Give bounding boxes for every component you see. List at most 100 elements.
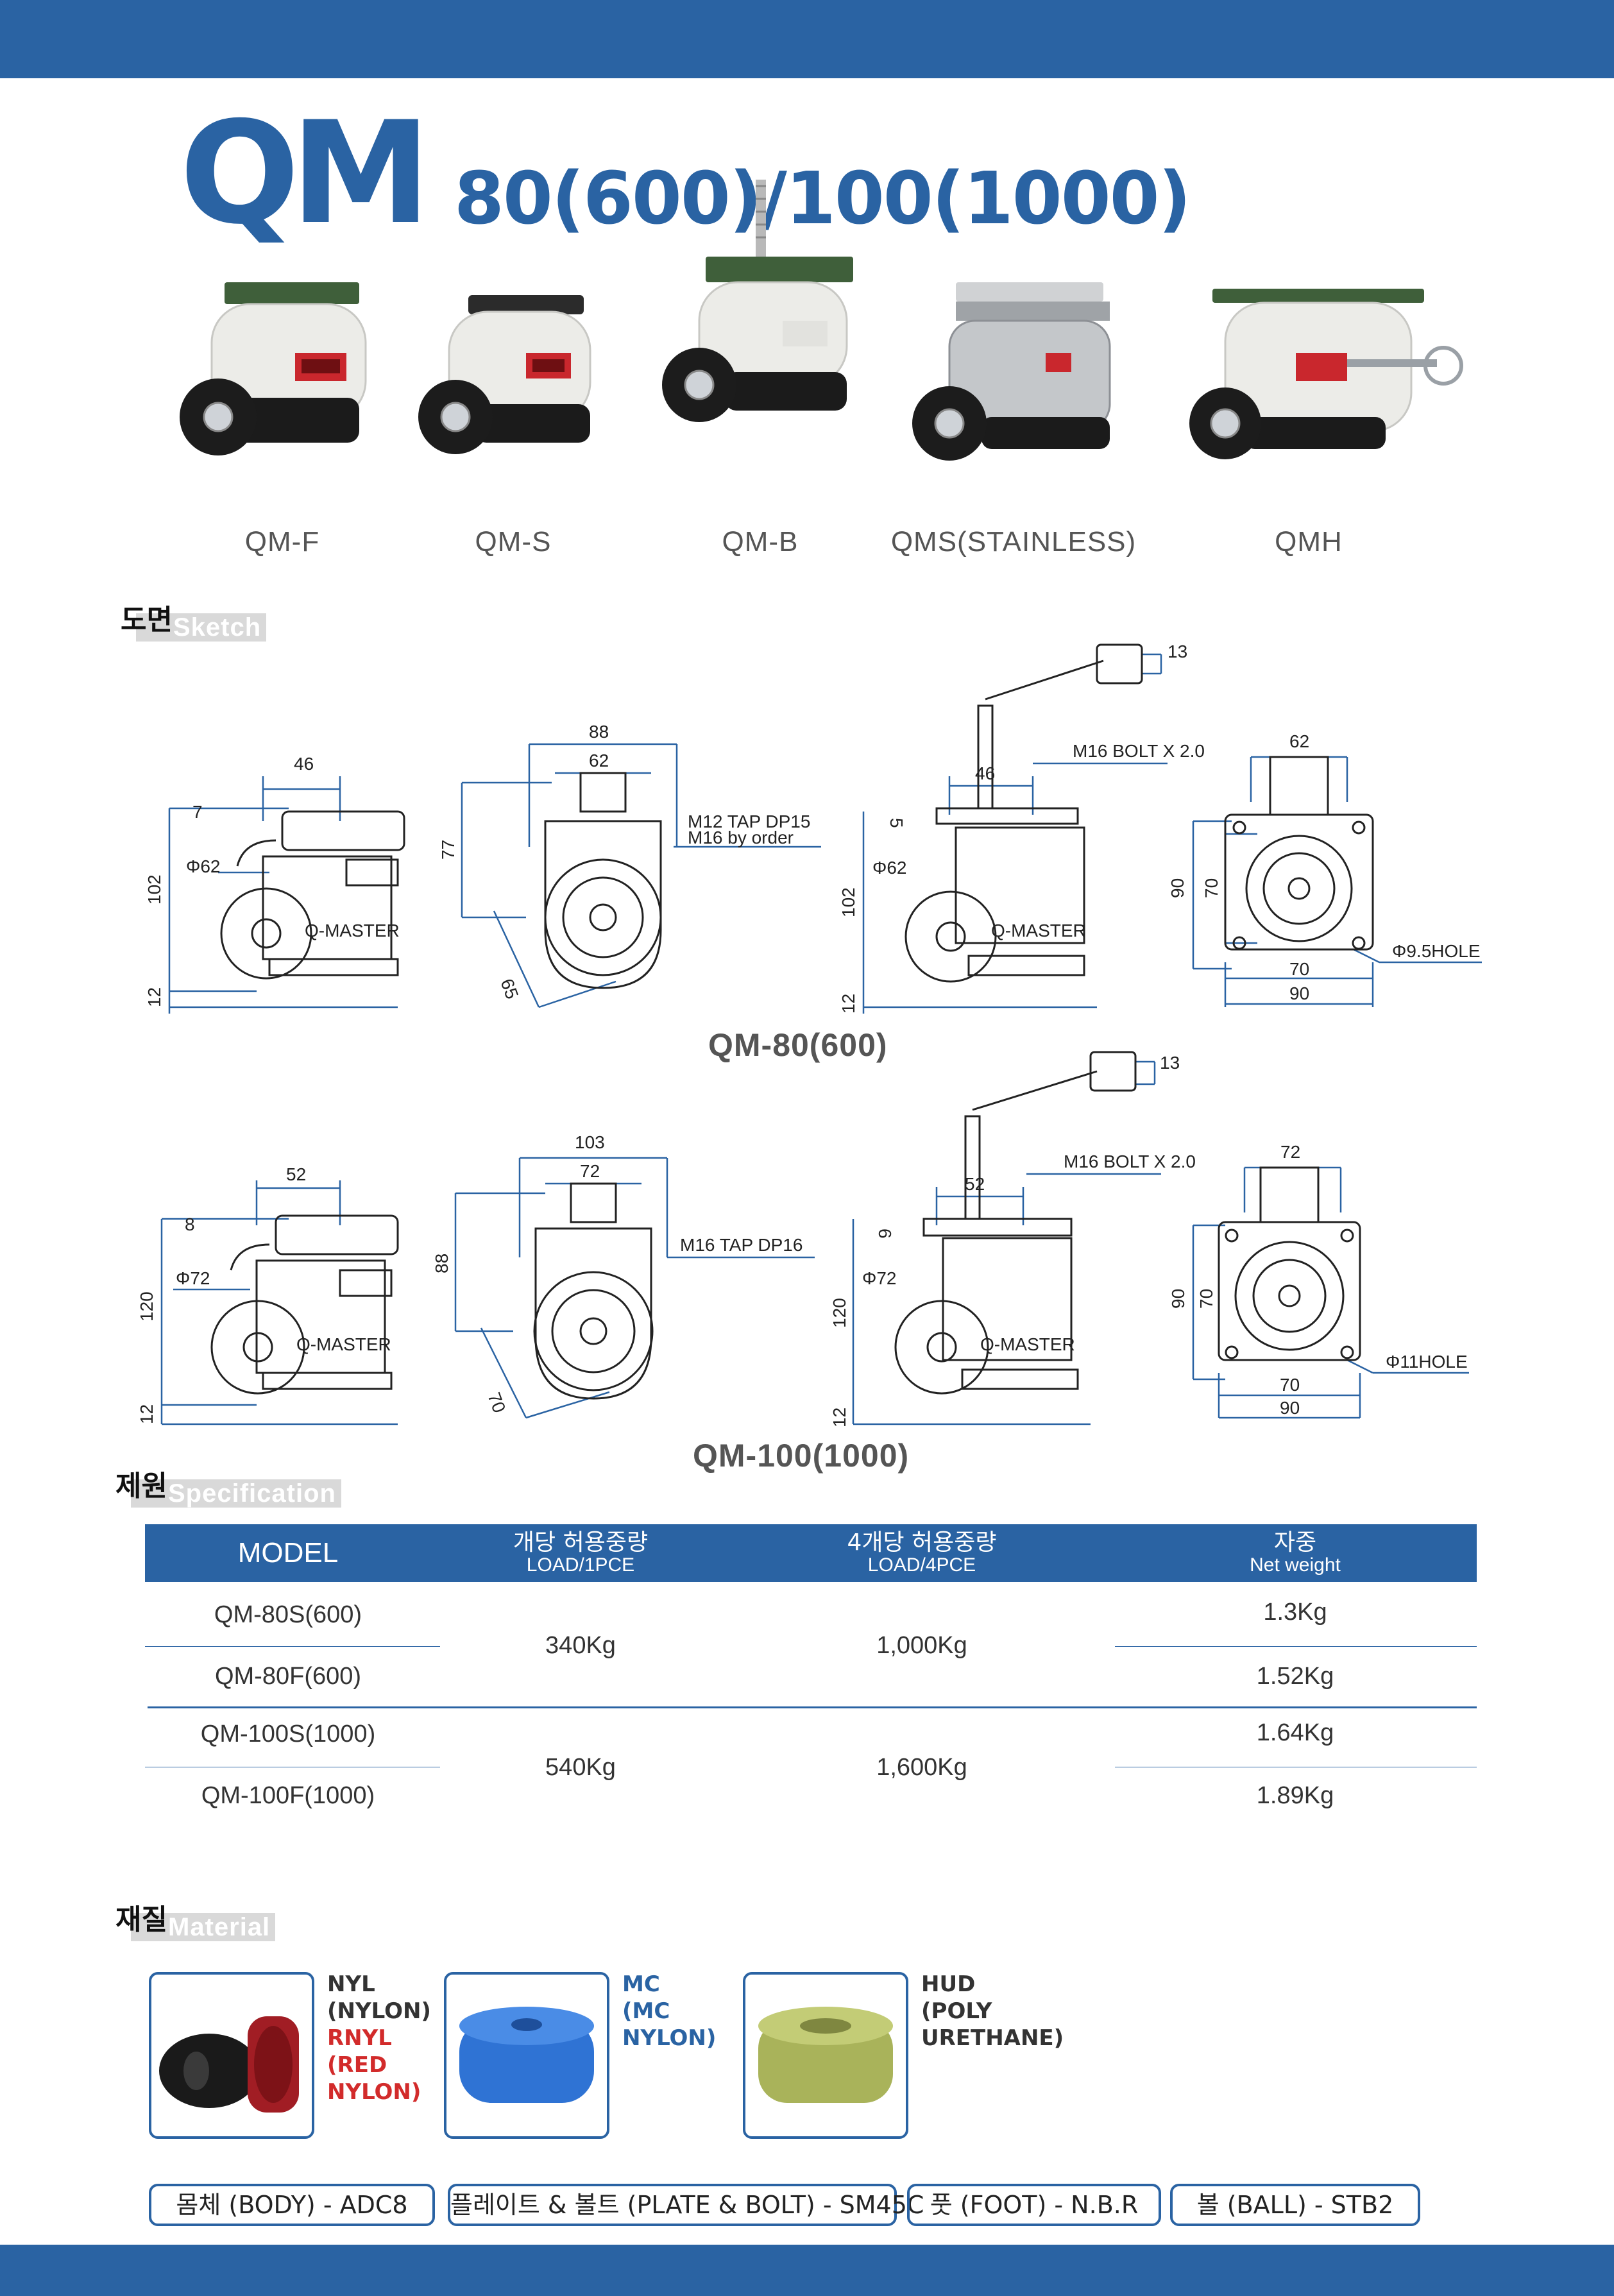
dim-label: 70 (1196, 1289, 1216, 1309)
table-cell-weight: 1.52Kg (1256, 1663, 1334, 1690)
dim-label: 88 (589, 722, 609, 742)
dim-label: 70 (1289, 959, 1309, 979)
drawing-caption-qm-100: QM-100(1000) (693, 1438, 910, 1474)
material-label-line: URETHANE) (921, 2025, 1064, 2051)
material-label-line: NYL (327, 1971, 375, 1997)
section-heading-spec: Specification 제원 (115, 1463, 436, 1514)
dim-label: 70 (1202, 878, 1221, 898)
table-cell-model: QM-100F(1000) (201, 1782, 375, 1809)
page-title: QM 80(600)/100(1000) (180, 103, 1191, 244)
header-load-4pce: 4개당 허용중량 LOAD/4PCE (847, 1529, 997, 1576)
dim-label: 70 (1280, 1375, 1300, 1395)
material-label-line: HUD (921, 1971, 976, 1997)
product-qmh: QMH (1148, 218, 1469, 577)
note-label: M16 TAP DP16 (680, 1235, 803, 1255)
product-qms-stainless: QMS(STAINLESS) (879, 218, 1148, 577)
dim-label: 77 (438, 840, 458, 860)
dim-label: 52 (965, 1174, 985, 1194)
dim-label: Φ72 (176, 1268, 210, 1288)
dim-label: 90 (1168, 878, 1187, 898)
wheel-image-polyurethane (758, 2007, 893, 2103)
caster-photo-qm-b (662, 180, 853, 422)
material-label-line: NYLON) (622, 2025, 717, 2051)
table-cell-model: QM-80F(600) (214, 1663, 362, 1690)
dim-label: 12 (829, 1407, 849, 1427)
section-heading-material: Material 재질 (115, 1896, 372, 1948)
drawing-qm-100: 52 8 Φ72 120 12 Q-MASTER 103 72 88 70 M1… (137, 1051, 1469, 1427)
brand-mark: Q-MASTER (296, 1334, 391, 1354)
section-ko-label: 재질 (115, 1903, 167, 1936)
product-name: QM-S (475, 526, 552, 557)
material-swatch-mc (444, 1972, 609, 2139)
table-cell-weight: 1.3Kg (1263, 1599, 1327, 1626)
table-cell-load-1pce: 540Kg (545, 1754, 616, 1781)
dim-label: 62 (589, 751, 609, 770)
header-load-1pce: 개당 허용중량 LOAD/1PCE (513, 1529, 649, 1576)
table-cell-load-4pce: 1,600Kg (876, 1754, 967, 1781)
material-hud: HUD (POLY URETHANE) (743, 1971, 1064, 2145)
material-label-line: NYLON) (327, 2079, 421, 2105)
dim-label: 12 (137, 1404, 157, 1424)
wheel-image-nylon (159, 2016, 299, 2113)
row-divider (1115, 1646, 1477, 1647)
wheel-image-mc-nylon (459, 2007, 594, 2103)
dim-label: 12 (144, 987, 164, 1007)
dim-label: 72 (1280, 1142, 1300, 1162)
table-cell-model: QM-100S(1000) (200, 1721, 376, 1748)
dim-label: 8 (185, 1214, 195, 1234)
drawing-caption-qm-80: QM-80(600) (708, 1027, 888, 1063)
product-name: QM-B (722, 526, 799, 557)
section-heading-sketch: Sketch 도면 (121, 597, 377, 648)
section-en-label: Material (131, 1913, 276, 1941)
dim-label: 70 (484, 1390, 509, 1415)
dim-label: Φ9.5HOLE (1392, 941, 1481, 961)
product-qm-f: QM-F (167, 218, 398, 577)
spec-group-qm-80: QM-80S(600) QM-80F(600) 340Kg 1,000Kg 1.… (145, 1582, 1477, 1708)
pill-body: 몸체 (BODY) - ADC8 (149, 2184, 435, 2226)
header-model: MODEL (237, 1537, 339, 1569)
table-cell-load-1pce: 340Kg (545, 1632, 616, 1659)
material-label-line: MC (622, 1971, 660, 1997)
product-qm-s: QM-S (398, 218, 629, 577)
brand-mark: Q-MASTER (305, 921, 400, 940)
product-name: QM-F (244, 526, 320, 557)
dim-label: 120 (829, 1298, 849, 1328)
dim-label: Φ72 (862, 1268, 896, 1288)
dim-label: 6 (875, 1229, 895, 1239)
spec-table-header: MODEL 개당 허용중량 LOAD/1PCE 4개당 허용중량 LOAD/4P… (145, 1524, 1477, 1582)
group-divider (148, 1706, 1477, 1708)
brand-mark: Q-MASTER (991, 921, 1086, 940)
note-label: M16 BOLT X 2.0 (1064, 1152, 1196, 1171)
title-sub: 80(600)/100(1000) (454, 157, 1191, 241)
table-cell-weight: 1.64Kg (1256, 1719, 1334, 1746)
table-cell-load-4pce: 1,000Kg (876, 1632, 967, 1659)
dim-label: 88 (432, 1254, 452, 1273)
section-ko-label: 도면 (121, 604, 173, 636)
material-label-line: (POLY (921, 1998, 992, 2024)
section-en-label: Sketch (136, 613, 267, 642)
caster-photo-qm-f (180, 282, 367, 455)
note-label: M12 TAP DP15 (688, 812, 810, 831)
pill-foot: 풋 (FOOT) - N.B.R (907, 2184, 1161, 2226)
pill-plate-bolt: 플레이트 & 볼트 (PLATE & BOLT) - SM45C (448, 2184, 924, 2226)
material-mc: MC (MC NYLON) (444, 1971, 726, 2145)
product-name: QMH (1275, 526, 1343, 557)
dim-label: 90 (1168, 1289, 1188, 1309)
material-label-line: RNYL (327, 2025, 392, 2051)
product-qm-b: QM-B (641, 180, 879, 577)
dim-label: 103 (575, 1132, 605, 1152)
dim-label: 62 (1289, 731, 1309, 751)
caster-photo-qmh (1189, 289, 1463, 459)
dim-label: 7 (192, 802, 203, 822)
material-nyl: NYL (NYLON) RNYL (RED NYLON) (149, 1971, 450, 2145)
material-swatch-hud (743, 1972, 908, 2139)
table-cell-model: QM-80S(600) (214, 1601, 362, 1628)
dim-label: Φ62 (872, 858, 906, 878)
material-swatch-nyl (149, 1972, 314, 2139)
dim-label: 12 (838, 994, 858, 1014)
spec-group-qm-100: QM-100S(1000) QM-100F(1000) 540Kg 1,600K… (145, 1708, 1477, 1833)
dim-label: Φ62 (186, 856, 220, 876)
drawing-qm-80: 46 7 Φ62 102 12 Q-MASTER 88 62 77 65 M12… (144, 642, 1482, 1014)
header-net-weight: 자중 Net weight (1250, 1529, 1341, 1576)
dim-label: 46 (294, 754, 314, 774)
